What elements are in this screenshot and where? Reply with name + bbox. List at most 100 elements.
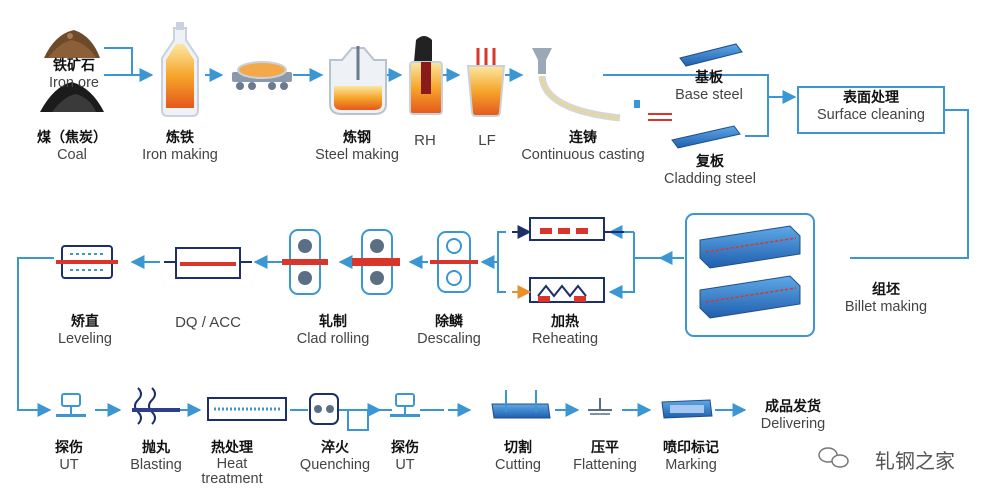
iron-ore-zh: 铁矿石 — [53, 58, 95, 74]
reheating-en: Reheating — [531, 330, 599, 347]
clad-rolling-zh: 轧制 — [319, 314, 347, 330]
lf-ladle-icon — [466, 48, 506, 117]
heat-treatment-zh: 热处理 — [211, 440, 253, 456]
base-steel-en: Base steel — [675, 86, 743, 103]
label-iron-making: 炼铁 Iron making — [126, 130, 234, 164]
ut1-zh: 探伤 — [55, 440, 83, 456]
quench-icon — [309, 393, 339, 425]
dq-acc-en: DQ / ACC — [175, 314, 241, 331]
label-leveling: 矫直 Leveling — [40, 314, 130, 348]
ut1-en: UT — [59, 456, 79, 473]
steel-making-en: Steel making — [315, 146, 399, 163]
rh-vessel-icon — [409, 36, 443, 115]
descaling-zh: 除鳞 — [435, 314, 463, 330]
wechat-icon — [818, 447, 849, 468]
cutting-en: Cutting — [495, 456, 541, 473]
cladding-steel-en: Cladding steel — [664, 170, 756, 187]
surface-cleaning-en: Surface cleaning — [816, 106, 925, 123]
cooling-icon — [164, 247, 252, 279]
label-billet-making: 组坯 Billet making — [834, 282, 938, 316]
delivering-zh: 成品发货 — [765, 399, 821, 415]
clad-rolling-en: Clad rolling — [296, 330, 370, 347]
surface-cleaning-box: 表面处理 Surface cleaning — [797, 86, 945, 134]
ut-probe-icon-2 — [390, 393, 420, 417]
rh-en: RH — [414, 132, 436, 149]
coal-zh: 煤（焦炭） — [37, 130, 107, 146]
label-coal: 煤（焦炭） Coal — [18, 130, 126, 164]
coal-en: Coal — [57, 146, 87, 163]
delivering-en: Delivering — [760, 415, 826, 432]
marking-en: Marking — [665, 456, 717, 473]
marking-icon — [661, 399, 713, 419]
label-cutting: 切割 Cutting — [480, 440, 556, 474]
leveling-en: Leveling — [57, 330, 112, 347]
marking-zh: 喷印标记 — [663, 440, 719, 456]
label-blasting: 抛丸 Blasting — [118, 440, 194, 474]
label-clad-rolling: 轧制 Clad rolling — [280, 314, 386, 348]
blasting-en: Blasting — [130, 456, 182, 473]
flattening-zh: 压平 — [591, 440, 619, 456]
label-heat-treatment: 热处理 Heat treatment — [186, 440, 278, 487]
iron-making-zh: 炼铁 — [166, 130, 194, 146]
blast-furnace-icon — [161, 22, 199, 117]
billet-making-zh: 组坯 — [872, 282, 900, 298]
heat-treatment-en2: treatment — [201, 470, 263, 487]
label-continuous-casting: 连铸 Continuous casting — [505, 130, 661, 164]
leveling-zh: 矫直 — [71, 314, 99, 330]
ore-pile-icon — [44, 30, 100, 58]
base-plate-icon — [679, 43, 743, 67]
label-dq-acc: DQ / ACC — [158, 314, 258, 332]
iron-ore-en: Iron ore — [49, 74, 99, 91]
label-quenching: 淬火 Quenching — [286, 440, 384, 474]
caster-icon — [532, 48, 672, 122]
ut2-en: UT — [395, 456, 415, 473]
label-cladding-steel: 复板 Cladding steel — [652, 154, 768, 188]
cutting-icon — [491, 390, 551, 419]
label-ut-1: 探伤 UT — [44, 440, 94, 474]
label-lf: LF — [464, 132, 510, 150]
watermark: 轧钢之家 — [875, 449, 955, 473]
ut-probe-icon — [56, 393, 86, 417]
billet-stack-icon — [685, 213, 815, 337]
label-steel-making: 炼钢 Steel making — [302, 130, 412, 164]
label-descaling: 除鳞 Descaling — [406, 314, 492, 348]
rolling-mill-icon — [282, 229, 400, 295]
blasting-zh: 抛丸 — [142, 440, 170, 456]
leveler-icon — [56, 245, 118, 279]
heat-furnace-icon — [207, 397, 287, 421]
label-reheating: 加热 Reheating — [522, 314, 608, 348]
flattening-en: Flattening — [573, 456, 637, 473]
torpedo-car-icon — [232, 61, 292, 90]
label-ut-2: 探伤 UT — [380, 440, 430, 474]
converter-icon — [329, 46, 387, 115]
shot-blast-icon — [132, 387, 180, 425]
coal-pile-icon — [40, 82, 104, 112]
continuous-casting-en: Continuous casting — [521, 146, 645, 163]
cladding-steel-zh: 复板 — [696, 154, 724, 170]
billet-making-en: Billet making — [844, 298, 928, 315]
surface-cleaning-zh: 表面处理 — [843, 90, 899, 106]
label-iron-ore: 铁矿石 Iron ore — [34, 58, 114, 92]
quenching-en: Quenching — [299, 456, 371, 473]
cutting-zh: 切割 — [504, 440, 532, 456]
base-steel-zh: 基板 — [695, 70, 723, 86]
reheating-zh: 加热 — [551, 314, 579, 330]
lf-en: LF — [478, 132, 496, 149]
descaling-en: Descaling — [417, 330, 481, 347]
furnace-icon — [512, 217, 624, 303]
heat-treatment-en1: Heat — [216, 455, 248, 472]
ut2-zh: 探伤 — [391, 440, 419, 456]
label-rh: RH — [402, 132, 448, 150]
descaler-icon — [430, 231, 478, 293]
iron-making-en: Iron making — [142, 146, 218, 163]
cladding-plate-icon — [671, 125, 741, 149]
steel-making-zh: 炼钢 — [343, 130, 371, 146]
label-delivering: 成品发货 Delivering — [748, 399, 838, 433]
quenching-zh: 淬火 — [321, 440, 349, 456]
continuous-casting-zh: 连铸 — [569, 130, 597, 146]
label-base-steel: 基板 Base steel — [664, 70, 754, 104]
label-marking: 喷印标记 Marking — [648, 440, 734, 474]
label-flattening: 压平 Flattening — [560, 440, 650, 474]
press-icon — [588, 398, 612, 415]
